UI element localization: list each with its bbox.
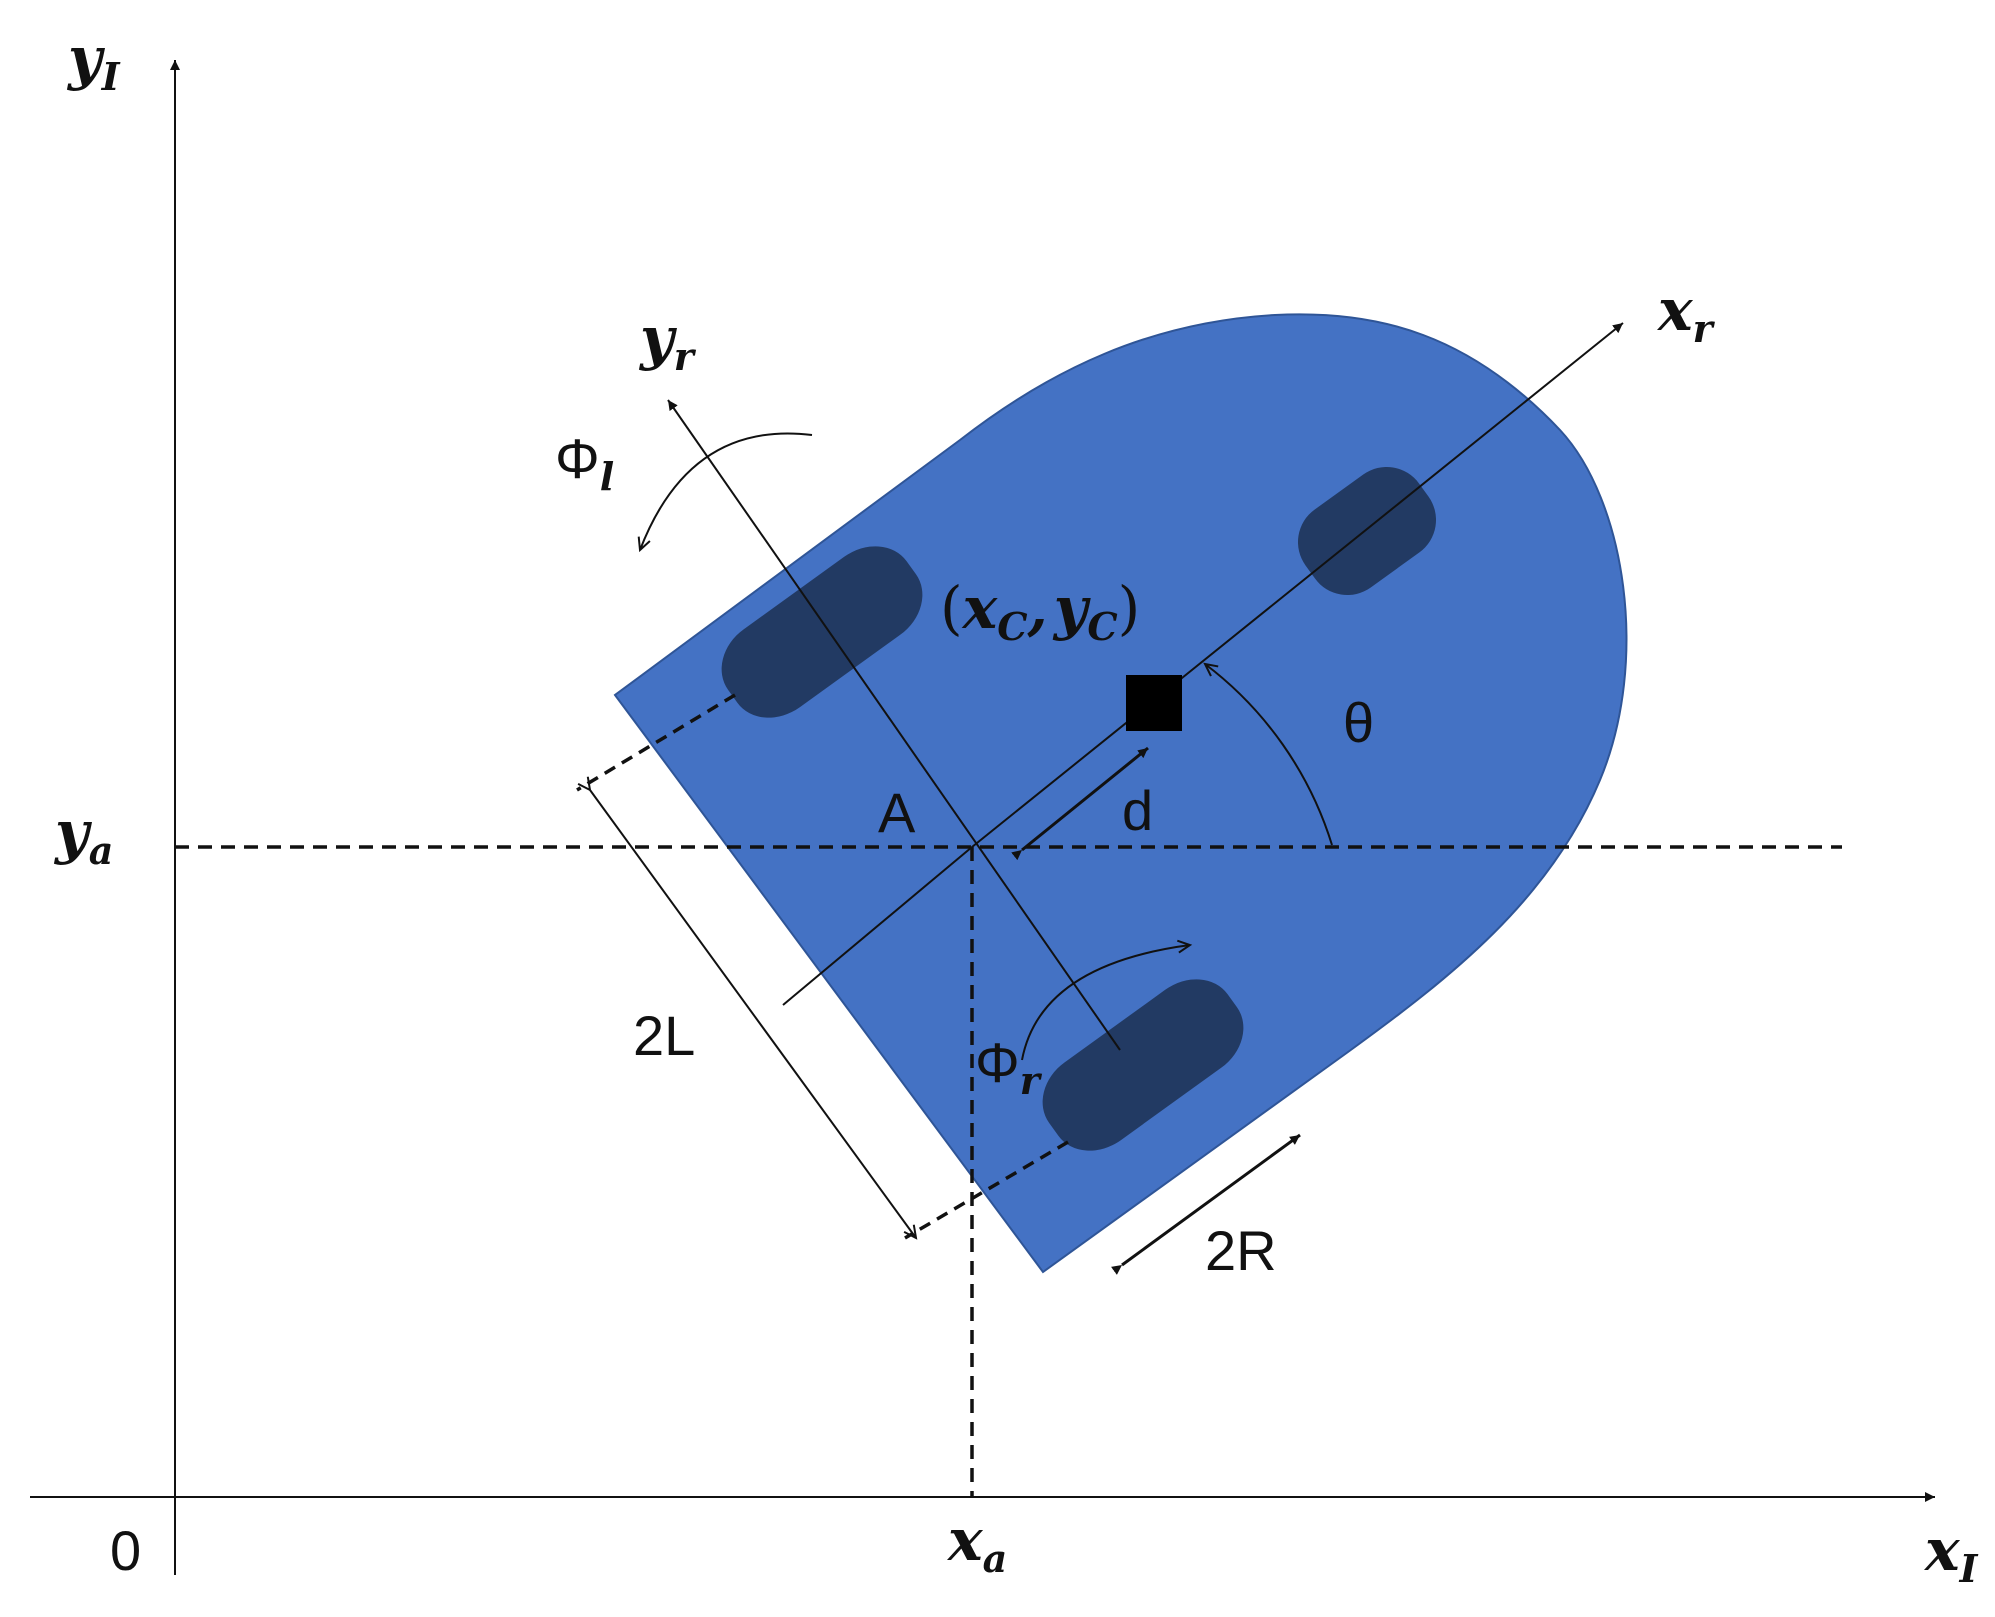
right-rotation-label: Φr <box>975 1031 1043 1103</box>
offset-arrow <box>1011 746 1149 861</box>
inertial-x-label: xI <box>1923 1516 1979 1591</box>
axle-length-arrow <box>577 776 918 1240</box>
right-wheel-dash <box>904 1140 1069 1240</box>
center-of-mass-label: (xC,yC) <box>940 574 1140 649</box>
offset-label: d <box>1122 779 1153 842</box>
origin-label: 0 <box>110 1519 141 1582</box>
left-wheel <box>721 546 923 718</box>
left-wheel-dash <box>576 693 736 792</box>
axle-length-label: 2L <box>633 1004 695 1067</box>
xa-label: xa <box>946 1506 1007 1581</box>
heading-angle-arc <box>1203 662 1333 846</box>
caster-wheel <box>1297 466 1437 596</box>
right-rotation-arc <box>1021 939 1193 1061</box>
heading-angle-label: θ <box>1343 691 1374 754</box>
left-rotation-arc <box>637 432 813 553</box>
robot-y-label: yr <box>638 304 697 379</box>
center-of-mass-marker <box>1126 675 1182 731</box>
inertial-y-label: yI <box>66 24 121 99</box>
left-rotation-label: Φl <box>555 427 614 499</box>
wheel-diameter-arrow <box>1110 1133 1301 1275</box>
wheel-diameter-label: 2R <box>1205 1219 1277 1282</box>
ya-label: ya <box>53 798 113 873</box>
point-a-label: A <box>878 781 916 844</box>
robot-y-axis <box>667 399 1121 1051</box>
right-wheel <box>1042 979 1244 1151</box>
robot-x-label: xr <box>1656 276 1716 351</box>
